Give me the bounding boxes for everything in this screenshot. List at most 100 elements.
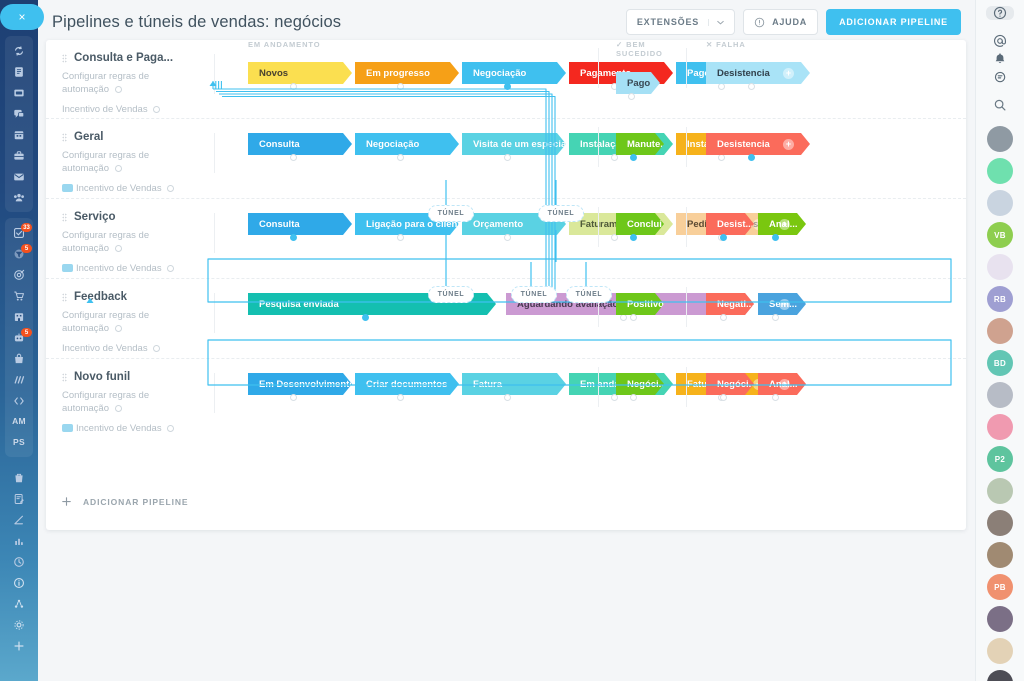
nav-item-document[interactable] [5, 61, 33, 82]
stage-handle[interactable] [290, 394, 297, 401]
pipeline-stage[interactable]: Criar documentos [355, 373, 459, 395]
stage-handle[interactable] [290, 83, 297, 90]
avatar[interactable] [987, 542, 1013, 568]
stage-handle[interactable] [611, 394, 618, 401]
stage-handle[interactable] [718, 83, 725, 90]
stage-handle[interactable] [628, 93, 635, 100]
pipeline-stage[interactable]: Conclui... [616, 213, 664, 235]
stage-handle[interactable] [720, 314, 727, 321]
avatar[interactable] [987, 318, 1013, 344]
avatar[interactable]: P2 [987, 446, 1013, 472]
nav-item-sync[interactable] [5, 40, 33, 61]
chat-button[interactable] [986, 70, 1014, 84]
sales-incentive-label[interactable]: Incentivo de Vendas [62, 423, 198, 436]
nav-item-bag[interactable] [5, 348, 33, 369]
stage-handle[interactable] [718, 154, 725, 161]
nav-item-am-label[interactable]: AM [5, 411, 33, 432]
avatar[interactable] [987, 414, 1013, 440]
stage-handle[interactable] [720, 234, 727, 241]
pipeline-stage[interactable]: Desist... [706, 213, 754, 235]
automation-label[interactable]: Configurar regras de automação [62, 310, 150, 334]
automation-label[interactable]: Configurar regras de automação [62, 390, 150, 414]
avatar[interactable] [987, 670, 1013, 681]
stage-handle[interactable] [772, 234, 779, 241]
pipeline-stage[interactable]: Negóci... [706, 373, 754, 395]
tunnel-badge[interactable]: TÚNEL [428, 286, 474, 303]
nav-item-trash[interactable] [5, 467, 33, 488]
automation-label[interactable]: Configurar regras de automação [62, 150, 150, 174]
pipeline-stage[interactable]: Visita de um especial... [462, 133, 566, 155]
pipeline-stage[interactable]: Fatura [462, 373, 566, 395]
stage-handle[interactable] [620, 314, 627, 321]
stage-handle[interactable] [290, 154, 297, 161]
tunnel-badge[interactable]: TÚNEL [566, 286, 612, 303]
drag-handle-icon[interactable] [62, 373, 67, 382]
nav-item-tasks[interactable]: 33 [5, 222, 33, 243]
avatar[interactable] [987, 510, 1013, 536]
sales-incentive-label[interactable]: Incentivo de Vendas [62, 183, 198, 196]
pipeline-stage[interactable]: Novos [248, 62, 352, 84]
pipeline-stage[interactable]: Negóci... [616, 373, 664, 395]
stage-handle[interactable] [630, 234, 637, 241]
nav-item-plus[interactable] [5, 635, 33, 656]
pipeline-stage[interactable]: Anal...+ [758, 373, 806, 395]
pipeline-stage[interactable]: Negociação [462, 62, 566, 84]
nav-item-calendar[interactable] [5, 124, 33, 145]
pipeline-stage[interactable]: Anal...+ [758, 213, 806, 235]
stage-handle[interactable] [748, 154, 755, 161]
nav-item-chat[interactable] [5, 103, 33, 124]
add-stage-icon[interactable]: + [783, 139, 794, 150]
nav-item-ruler[interactable] [5, 509, 33, 530]
sales-incentive-label[interactable]: Incentivo de Vendas [62, 343, 198, 356]
nav-item-gear[interactable] [5, 614, 33, 635]
pipeline-stage[interactable]: Em progresso [355, 62, 459, 84]
add-stage-icon[interactable]: + [779, 299, 790, 310]
drag-handle-icon[interactable] [62, 213, 67, 222]
nav-item-bot[interactable]: 5 [5, 327, 33, 348]
stage-handle[interactable] [630, 394, 637, 401]
close-panel-button[interactable]: × [0, 4, 44, 30]
add-stage-icon[interactable]: + [779, 219, 790, 230]
stage-handle[interactable] [397, 83, 404, 90]
nav-item-target[interactable] [5, 264, 33, 285]
pipeline-name[interactable]: Serviço [62, 211, 214, 223]
stage-handle[interactable] [611, 154, 618, 161]
nav-item-clock[interactable] [5, 551, 33, 572]
add-pipeline-row[interactable]: ADICIONAR PIPELINE [46, 474, 966, 530]
avatar[interactable] [987, 478, 1013, 504]
tunnel-badge[interactable]: TÚNEL [538, 205, 584, 222]
stage-handle[interactable] [630, 314, 637, 321]
pipeline-stage[interactable]: Positivo... [616, 293, 664, 315]
avatar[interactable] [987, 254, 1013, 280]
avatar[interactable] [987, 190, 1013, 216]
avatar[interactable] [987, 158, 1013, 184]
pipeline-name[interactable]: Novo funil [62, 371, 214, 383]
stage-handle[interactable] [504, 234, 511, 241]
help-button[interactable] [986, 6, 1014, 20]
pipeline-stage[interactable]: Em Desenvolvimento [248, 373, 352, 395]
pipeline-stage[interactable]: Consulta [248, 133, 352, 155]
stage-handle[interactable] [611, 234, 618, 241]
notifications-button[interactable] [986, 52, 1014, 66]
add-stage-icon[interactable]: + [779, 379, 790, 390]
nav-item-info[interactable] [5, 572, 33, 593]
nav-item-ps-label[interactable]: PS [5, 432, 33, 453]
stage-handle[interactable] [772, 314, 779, 321]
drag-handle-icon[interactable] [62, 54, 67, 63]
automation-label[interactable]: Configurar regras de automação [62, 230, 150, 254]
pipeline-name[interactable]: Consulta e Paga... [62, 52, 214, 64]
avatar[interactable] [987, 126, 1013, 152]
pipeline-stage[interactable]: Desistencia+ [706, 133, 810, 155]
stage-handle[interactable] [504, 83, 511, 90]
stage-handle[interactable] [630, 154, 637, 161]
stage-handle[interactable] [748, 83, 755, 90]
stage-handle[interactable] [362, 314, 369, 321]
extensions-button[interactable]: EXTENSÕES [625, 9, 736, 35]
nav-item-mail[interactable] [5, 166, 33, 187]
tunnel-badge[interactable]: TÚNEL [511, 286, 557, 303]
stage-handle[interactable] [397, 154, 404, 161]
nav-item-briefcase[interactable] [5, 145, 33, 166]
pipeline-stage[interactable]: Negati... [706, 293, 754, 315]
nav-item-sign[interactable] [5, 488, 33, 509]
avatar[interactable] [987, 606, 1013, 632]
